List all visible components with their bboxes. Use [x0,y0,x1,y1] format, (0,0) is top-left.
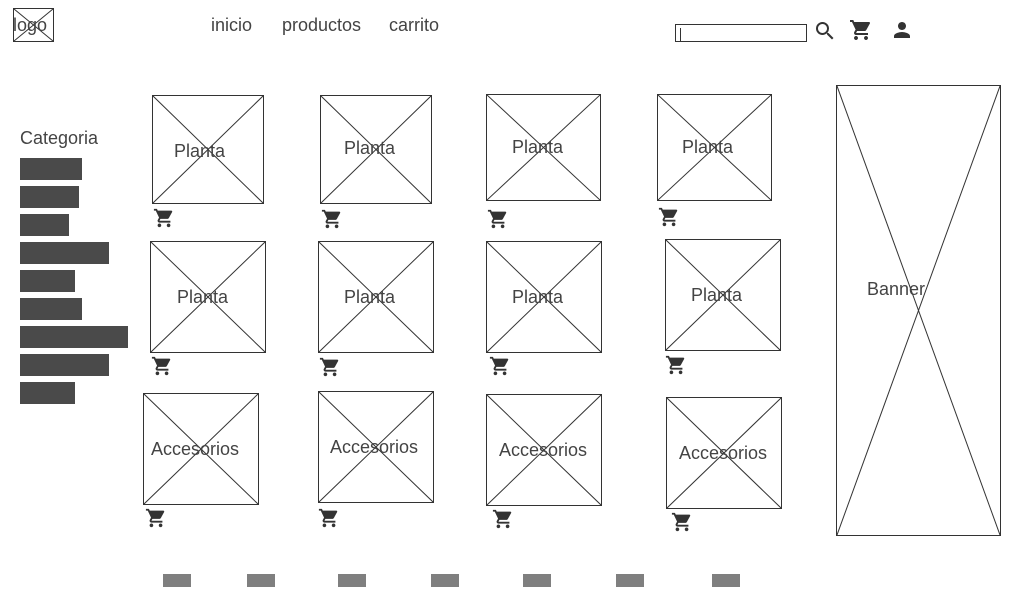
cart-icon[interactable] [849,18,873,42]
product-card[interactable]: Planta [152,95,264,204]
category-item[interactable] [20,242,109,264]
placeholder-cross [151,242,265,352]
placeholder-cross [837,86,1000,535]
add-to-cart-icon[interactable] [145,507,167,529]
placeholder-cross [144,394,258,504]
pagination-block[interactable] [616,574,644,587]
pagination-block[interactable] [523,574,551,587]
product-label: Accesorios [679,443,768,463]
banner[interactable]: Banner [836,85,1001,536]
text-caret [680,28,681,42]
pagination-block[interactable] [163,574,191,587]
category-item[interactable] [20,270,75,292]
category-item[interactable] [20,214,69,236]
category-item[interactable] [20,382,75,404]
placeholder-cross [666,240,780,350]
placeholder-cross [487,395,601,505]
product-label: Planta [174,141,226,161]
banner-label: Banner [867,279,926,299]
product-label: Planta [682,137,734,157]
product-card[interactable]: Accesorios [318,391,434,503]
nav-inicio[interactable]: inicio [211,15,253,35]
product-card[interactable]: Accesorios [143,393,259,505]
nav-productos[interactable]: productos [282,15,362,35]
product-card[interactable]: Planta [150,241,266,353]
search-input[interactable] [675,24,807,42]
placeholder-cross [667,398,781,508]
add-to-cart-icon[interactable] [489,355,511,377]
add-to-cart-icon[interactable] [665,354,687,376]
category-item[interactable] [20,298,82,320]
placeholder-cross [319,242,433,352]
product-card[interactable]: Planta [486,241,602,353]
add-to-cart-icon[interactable] [319,356,341,378]
category-title: Categoria [20,128,99,148]
product-card[interactable]: Planta [320,95,432,204]
add-to-cart-icon[interactable] [321,208,343,230]
product-card[interactable]: Accesorios [486,394,602,506]
category-item[interactable] [20,158,82,180]
category-item[interactable] [20,186,79,208]
product-label: Planta [512,137,564,157]
pagination-block[interactable] [247,574,275,587]
placeholder-cross [319,392,433,502]
add-to-cart-icon[interactable] [153,207,175,229]
product-label: Accesorios [330,437,419,457]
product-label: Accesorios [499,440,588,460]
placeholder-cross [321,96,431,203]
search-icon[interactable] [813,19,837,43]
product-label: Planta [344,138,396,158]
logo[interactable]: logo [13,8,54,42]
product-label: Planta [177,287,229,307]
placeholder-cross [487,242,601,352]
placeholder-cross [14,9,53,41]
pagination-block[interactable] [712,574,740,587]
product-label: Accesorios [151,439,240,459]
logo-label: logo [13,15,48,35]
placeholder-cross [153,96,263,203]
product-card[interactable]: Planta [486,94,601,201]
product-label: Planta [344,287,396,307]
product-card[interactable]: Planta [657,94,772,201]
category-item[interactable] [20,354,109,376]
add-to-cart-icon[interactable] [492,508,514,530]
product-card[interactable]: Planta [318,241,434,353]
pagination-block[interactable] [431,574,459,587]
product-card[interactable]: Accesorios [666,397,782,509]
product-label: Planta [691,285,743,305]
add-to-cart-icon[interactable] [658,206,680,228]
product-label: Planta [512,287,564,307]
placeholder-cross [487,95,600,200]
add-to-cart-icon[interactable] [487,208,509,230]
user-icon[interactable] [890,18,914,42]
add-to-cart-icon[interactable] [318,507,340,529]
add-to-cart-icon[interactable] [151,355,173,377]
product-card[interactable]: Planta [665,239,781,351]
placeholder-cross [658,95,771,200]
add-to-cart-icon[interactable] [671,511,693,533]
nav-carrito[interactable]: carrito [389,15,440,35]
category-item[interactable] [20,326,128,348]
pagination-block[interactable] [338,574,366,587]
